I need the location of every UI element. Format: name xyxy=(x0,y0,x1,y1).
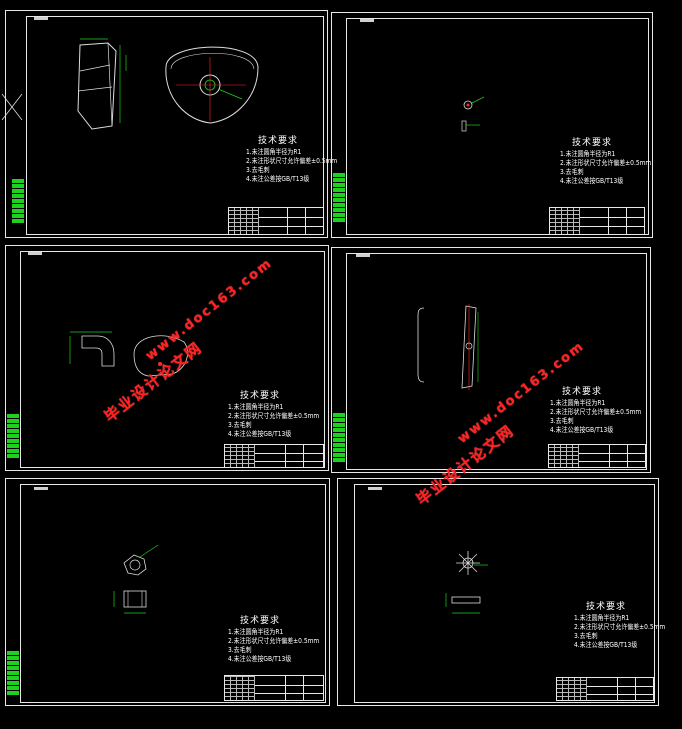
revision-strip xyxy=(333,413,345,463)
tech-line: 2.未注形状尺寸允许偏差±0.5mm xyxy=(228,637,320,645)
title-block xyxy=(549,207,645,235)
tech-line: 1.未注圆角半径为R1 xyxy=(228,403,284,411)
front-view-drawing xyxy=(165,46,259,124)
hex-nut-drawing xyxy=(113,544,159,614)
tech-line: 3.去毛刺 xyxy=(560,168,584,176)
pipe-elbow-drawing xyxy=(69,331,188,377)
tech-title: 技术要求 xyxy=(240,391,281,401)
sheet-frame xyxy=(354,484,655,703)
tech-line: 2.未注形状尺寸允许偏差±0.5mm xyxy=(228,412,320,420)
tech-line: 3.去毛刺 xyxy=(550,417,574,425)
revision-strip xyxy=(12,179,24,224)
tech-line: 4.未注公差按GB/T13级 xyxy=(246,175,310,183)
small-part-drawing xyxy=(461,96,485,132)
drawing-sheet-1[interactable]: 技术要求 1.未注圆角半径为R1 2.未注形状尺寸允许偏差±0.5mm 3.去毛… xyxy=(5,10,337,238)
tech-title: 技术要求 xyxy=(562,387,603,397)
side-view-drawing xyxy=(77,38,127,130)
drawing-sheet-4[interactable]: 技术要求 1.未注圆角半径为R1 2.未注形状尺寸允许偏差±0.5mm 3.去毛… xyxy=(331,247,651,473)
tech-title: 技术要求 xyxy=(240,616,281,626)
sheet-tag xyxy=(356,254,370,257)
sheet-frame xyxy=(346,18,649,235)
sheet-frame xyxy=(26,16,324,235)
tech-line: 3.去毛刺 xyxy=(228,646,252,654)
technical-requirements: 技术要求 1.未注圆角半径为R1 2.未注形状尺寸允许偏差±0.5mm 3.去毛… xyxy=(550,388,657,435)
tech-line: 1.未注圆角半径为R1 xyxy=(246,148,302,156)
sheet-tag xyxy=(368,487,382,490)
sheet-tag xyxy=(34,487,48,490)
drawing-sheet-3[interactable]: 技术要求 1.未注圆角半径为R1 2.未注形状尺寸允许偏差±0.5mm 3.去毛… xyxy=(5,245,329,471)
tech-line: 3.去毛刺 xyxy=(228,421,252,429)
tech-line: 3.去毛刺 xyxy=(574,632,598,640)
tech-line: 4.未注公差按GB/T13级 xyxy=(550,426,614,434)
blade-drawing xyxy=(417,304,479,390)
tech-title: 技术要求 xyxy=(572,138,613,148)
tech-line: 2.未注形状尺寸允许偏差±0.5mm xyxy=(246,157,338,165)
star-gear-drawing xyxy=(445,551,488,614)
title-block xyxy=(228,207,324,235)
title-block xyxy=(224,675,324,701)
tech-line: 4.未注公差按GB/T13级 xyxy=(574,641,638,649)
tech-line: 4.未注公差按GB/T13级 xyxy=(560,177,624,185)
tech-line: 3.去毛刺 xyxy=(246,166,270,174)
technical-requirements: 技术要求 1.未注圆角半径为R1 2.未注形状尺寸允许偏差±0.5mm 3.去毛… xyxy=(574,603,681,650)
title-block xyxy=(224,444,324,468)
sheet-frame xyxy=(20,251,325,468)
technical-requirements: 技术要求 1.未注圆角半径为R1 2.未注形状尺寸允许偏差±0.5mm 3.去毛… xyxy=(560,139,667,186)
tech-title: 技术要求 xyxy=(586,602,627,612)
technical-requirements: 技术要求 1.未注圆角半径为R1 2.未注形状尺寸允许偏差±0.5mm 3.去毛… xyxy=(228,617,335,664)
tech-title: 技术要求 xyxy=(258,136,299,146)
drawing-sheet-6[interactable]: 技术要求 1.未注圆角半径为R1 2.未注形状尺寸允许偏差±0.5mm 3.去毛… xyxy=(337,478,665,706)
sheet-tag xyxy=(360,19,374,22)
tech-line: 1.未注圆角半径为R1 xyxy=(228,628,284,636)
title-block xyxy=(556,677,654,701)
revision-strip xyxy=(7,414,19,459)
sheet-frame xyxy=(20,484,326,703)
sheet-tag xyxy=(28,252,42,255)
tech-line: 2.未注形状尺寸允许偏差±0.5mm xyxy=(574,623,666,631)
technical-requirements: 技术要求 1.未注圆角半径为R1 2.未注形状尺寸允许偏差±0.5mm 3.去毛… xyxy=(246,137,353,184)
tech-line: 1.未注圆角半径为R1 xyxy=(550,399,606,407)
cross-mark-icon xyxy=(1,93,23,121)
revision-strip xyxy=(7,651,19,696)
tech-line: 2.未注形状尺寸允许偏差±0.5mm xyxy=(550,408,642,416)
tech-line: 1.未注圆角半径为R1 xyxy=(574,614,630,622)
tech-line: 4.未注公差按GB/T13级 xyxy=(228,430,292,438)
tech-line: 2.未注形状尺寸允许偏差±0.5mm xyxy=(560,159,652,167)
revision-strip xyxy=(333,173,345,223)
tech-line: 4.未注公差按GB/T13级 xyxy=(228,655,292,663)
drawing-sheet-2[interactable]: 技术要求 1.未注圆角半径为R1 2.未注形状尺寸允许偏差±0.5mm 3.去毛… xyxy=(331,12,653,238)
technical-requirements: 技术要求 1.未注圆角半径为R1 2.未注形状尺寸允许偏差±0.5mm 3.去毛… xyxy=(228,392,335,439)
title-block xyxy=(548,444,646,468)
tech-line: 1.未注圆角半径为R1 xyxy=(560,150,616,158)
drawing-sheet-5[interactable]: 技术要求 1.未注圆角半径为R1 2.未注形状尺寸允许偏差±0.5mm 3.去毛… xyxy=(5,478,330,706)
sheet-tag xyxy=(34,17,48,20)
sheet-frame xyxy=(346,253,647,470)
